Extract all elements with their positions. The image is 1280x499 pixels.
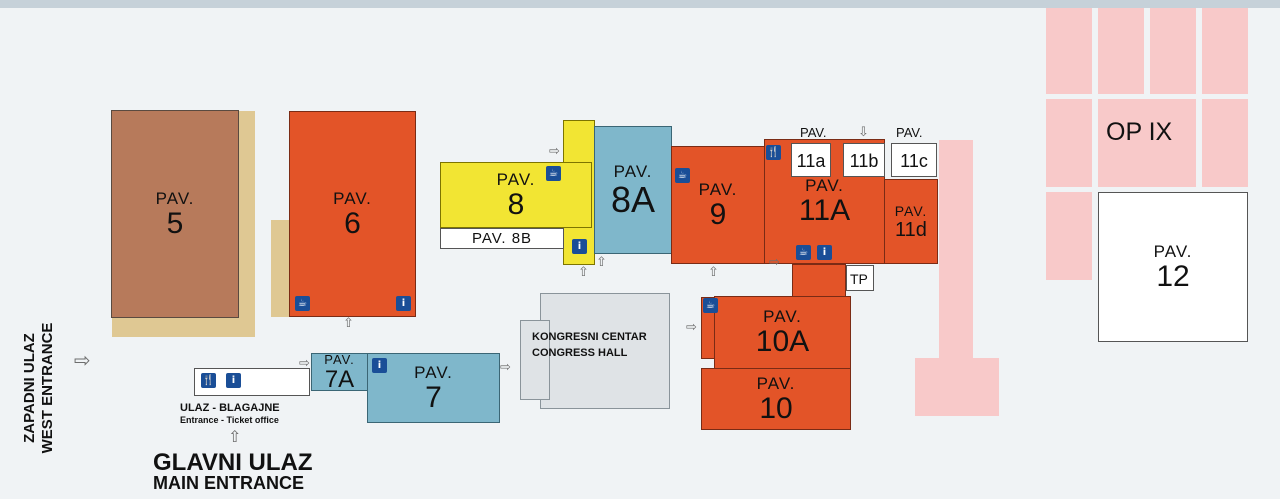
coffee-cup-icon: ☕ [675,168,690,183]
pavilion-8[interactable]: PAV. 8 [440,162,592,228]
arrow-icon: ⇧ [578,265,589,280]
pavilion-8a-label: PAV. [613,161,653,181]
arrow-icon: ⇧ [596,255,607,270]
arrow-icon: ⇨ [299,356,310,371]
pavilion-7[interactable]: PAV. 7 [367,353,500,423]
coffee-cup-icon: ☕ [796,245,811,260]
pavilion-5[interactable]: PAV. 5 [111,110,239,318]
info-icon: i [226,373,241,388]
arrow-icon: ⇨ [74,348,91,372]
pavilion-12-label: PAV. [1153,241,1193,261]
pavilion-8a[interactable]: PAV. 8A [594,126,672,254]
pavilion-9[interactable]: PAV. 9 [671,146,765,264]
pavilion-12[interactable]: PAV. 12 [1098,192,1248,342]
pavilion-10a[interactable]: PAV. 10A [714,296,851,369]
arrow-icon: ⇧ [343,316,354,331]
op-ix-label: OP IX [1106,118,1173,146]
pavilion-11b-small[interactable]: 11b [843,143,885,177]
pavilion-6-label: PAV. [333,188,372,208]
pavilion-7-label: PAV. [414,362,453,382]
pavilion-11c-small-label: PAV. [896,125,923,140]
arrow-icon: ⇩ [858,125,869,140]
tp-box[interactable] [846,265,874,291]
congress-hall-label-2: CONGRESS HALL [532,347,628,359]
coffee-cup-icon: ☕ [546,166,561,181]
pavilion-11d[interactable]: PAV. 11d [884,179,938,264]
pavilion-9-number: 9 [709,197,727,231]
arrow-icon: ⇨ [549,144,560,159]
coffee-cup-icon: ☕ [295,296,310,311]
pavilion-8b-label: PAV. 8B [471,230,533,247]
pavilion-8-label: PAV. [496,169,536,189]
coffee-cup-icon: ☕ [703,298,718,313]
main-entrance-label-1: GLAVNI ULAZ [153,449,313,476]
pavilion-6[interactable]: PAV. 6 [289,111,416,317]
pavilion-7-number: 7 [425,380,442,414]
pavilion-5-number: 5 [166,206,184,240]
pavilion-7a-label: PAV. [324,351,355,367]
pavilion-6-annex [271,220,291,317]
restaurant-icon: 🍴 [201,373,216,388]
pavilion-8b[interactable]: PAV. 8B [440,228,564,249]
pavilion-10a-number: 10A [755,325,810,358]
west-entrance-label: ZAPADNI ULAZ WEST ENTRANCE [21,322,56,454]
congress-hall-label-1: KONGRESNI CENTAR [532,331,647,343]
info-icon: i [572,239,587,254]
pavilion-9-label: PAV. [698,179,738,199]
pavilion-11c-small[interactable]: 11c [891,143,937,177]
pavilion-8a-number: 8A [610,178,656,220]
pavilion-11a-label: PAV. [805,176,844,195]
arrow-icon: ⇨ [769,255,780,270]
pavilion-11a-number: 11A [798,194,851,227]
pavilion-11a-small-label: PAV. [800,125,827,140]
pavilion-5-label: PAV. [155,188,195,208]
main-entrance-label-2: MAIN ENTRANCE [153,473,304,493]
ticket-office-label-2: Entrance - Ticket office [180,415,279,425]
info-icon: i [817,245,832,260]
pavilion-10[interactable]: PAV. 10 [701,368,851,430]
pavilion-10-number: 10 [759,391,793,425]
restaurant-icon: 🍴 [766,145,781,160]
pavilion-11d-label: PAV. [894,202,928,219]
arrow-icon: ⇧ [708,265,719,280]
arrow-icon: ⇧ [228,427,242,446]
pavilion-12-number: 12 [1156,259,1190,293]
tp-label: TP [850,271,868,287]
pavilion-11a-small[interactable]: 11a [791,143,831,177]
pavilion-11d-number: 11d [895,218,927,241]
ticket-office-label-1: ULAZ - BLAGAJNE [180,402,280,414]
pavilion-6-number: 6 [344,206,361,240]
pavilion-8-number: 8 [507,187,525,221]
arrow-icon: ⇨ [686,320,697,335]
info-icon: i [396,296,411,311]
pavilion-10a-label: PAV. [763,307,802,326]
info-icon: i [372,358,387,373]
arrow-icon: ⇨ [500,360,511,375]
pavilion-10a-corridor [792,264,846,300]
pavilion-7a[interactable]: PAV. 7A [311,353,368,391]
top-bar [0,0,1280,8]
pavilion-10-label: PAV. [756,373,796,393]
pavilion-7a-number: 7A [324,365,355,393]
